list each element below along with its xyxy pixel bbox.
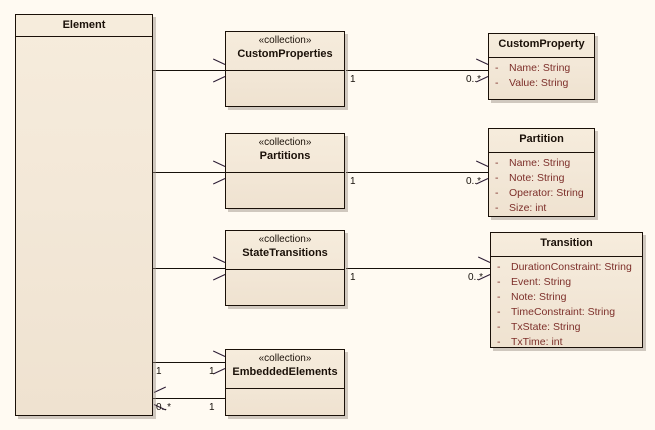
- attribute-text: Operator: String: [509, 187, 584, 199]
- connector-element-partitions: [153, 172, 225, 173]
- visibility-marker: -: [495, 62, 499, 74]
- visibility-marker: -: [497, 276, 501, 288]
- attribute-row: -Operator: String: [489, 186, 594, 201]
- class-body-transition: -DurationConstraint: String -Event: Stri…: [491, 257, 642, 352]
- attribute-text: Note: String: [509, 172, 565, 184]
- class-header-partitions: «collection» Partitions: [226, 134, 344, 173]
- multiplicity-embedded-element-source: 0..*: [156, 402, 172, 413]
- arrowhead-statetransitions-upper: [213, 256, 226, 263]
- class-header-transition: Transition: [491, 233, 642, 257]
- multiplicity-partitions-source: 1: [350, 176, 356, 187]
- attribute-text: Name: String: [509, 157, 571, 169]
- connector-element-customproperties: [153, 70, 225, 71]
- multiplicity-embedded-element-target: 1: [209, 402, 215, 413]
- attribute-text: TimeConstraint: String: [511, 306, 616, 318]
- arrowhead-embeddedelements-upper: [213, 350, 226, 357]
- class-header-customproperties: «collection» CustomProperties: [226, 32, 344, 71]
- visibility-marker: -: [497, 336, 501, 348]
- class-header-customproperty: CustomProperty: [489, 34, 594, 58]
- class-name-customproperties: CustomProperties: [237, 48, 333, 60]
- multiplicity-statetransitions-source: 1: [350, 272, 356, 283]
- visibility-marker: -: [497, 261, 501, 273]
- arrowhead-element-back-upper: [153, 386, 166, 393]
- visibility-marker: -: [495, 77, 499, 89]
- class-name-element: Element: [62, 19, 106, 31]
- visibility-marker: -: [495, 157, 499, 169]
- class-body-partition: -Name: String -Note: String -Operator: S…: [489, 153, 594, 218]
- stereotype-customproperties: «collection»: [258, 35, 312, 46]
- visibility-marker: -: [497, 321, 501, 333]
- arrowhead-customproperties-lower: [213, 76, 226, 83]
- multiplicity-element-embedded-source: 1: [156, 366, 162, 377]
- class-header-partition: Partition: [489, 129, 594, 153]
- visibility-marker: -: [495, 187, 499, 199]
- attribute-row: -TxTime: int: [491, 335, 642, 350]
- class-name-statetransitions: StateTransitions: [242, 247, 328, 259]
- stereotype-partitions: «collection»: [258, 137, 312, 148]
- attribute-row: -Name: String: [489, 61, 594, 76]
- visibility-marker: -: [495, 202, 499, 214]
- visibility-marker: -: [497, 291, 501, 303]
- attribute-row: -DurationConstraint: String: [491, 260, 642, 275]
- connector-element-embeddedelements: [153, 362, 225, 363]
- class-name-transition: Transition: [540, 237, 593, 249]
- arrowhead-partition-upper: [476, 160, 489, 167]
- attribute-text: TxTime: int: [511, 336, 563, 348]
- attribute-row: -TxState: String: [491, 320, 642, 335]
- class-box-partitions[interactable]: «collection» Partitions: [225, 133, 345, 209]
- arrowhead-customproperty-upper: [476, 58, 489, 65]
- arrowhead-partitions-lower: [213, 178, 226, 185]
- stereotype-embeddedelements: «collection»: [258, 353, 312, 364]
- class-box-customproperties[interactable]: «collection» CustomProperties: [225, 31, 345, 107]
- multiplicity-partition-target: 0..*: [466, 176, 482, 187]
- attribute-row: -Note: String: [489, 171, 594, 186]
- visibility-marker: -: [497, 306, 501, 318]
- attribute-text: Note: String: [511, 291, 567, 303]
- arrowhead-customproperties-upper: [213, 58, 226, 65]
- connector-customproperties-customproperty: [346, 70, 488, 71]
- attribute-row: -TimeConstraint: String: [491, 305, 642, 320]
- class-body-customproperty: -Name: String -Value: String: [489, 58, 594, 93]
- class-name-customproperty: CustomProperty: [498, 38, 585, 50]
- class-box-customproperty[interactable]: CustomProperty -Name: String -Value: Str…: [488, 33, 595, 100]
- attribute-row: -Name: String: [489, 156, 594, 171]
- visibility-marker: -: [495, 172, 499, 184]
- attribute-text: Size: int: [509, 202, 547, 214]
- attribute-text: Event: String: [511, 276, 572, 288]
- class-header-embeddedelements: «collection» EmbeddedElements: [226, 350, 344, 389]
- arrowhead-statetransitions-lower: [213, 274, 226, 281]
- class-header-element: Element: [16, 15, 152, 37]
- attribute-text: Name: String: [509, 62, 571, 74]
- class-box-embeddedelements[interactable]: «collection» EmbeddedElements: [225, 349, 345, 416]
- attribute-row: -Size: int: [489, 201, 594, 216]
- attribute-text: Value: String: [509, 77, 569, 89]
- class-box-statetransitions[interactable]: «collection» StateTransitions: [225, 230, 345, 306]
- connector-element-statetransitions: [153, 268, 225, 269]
- attribute-row: -Note: String: [491, 290, 642, 305]
- class-name-partition: Partition: [519, 133, 564, 145]
- multiplicity-transition-target: 0..*: [468, 272, 484, 283]
- arrowhead-transition-upper: [478, 256, 491, 263]
- multiplicity-element-embedded-target: 1: [209, 366, 215, 377]
- connector-partitions-partition: [346, 172, 488, 173]
- class-name-partitions: Partitions: [259, 150, 311, 162]
- arrowhead-partitions-upper: [213, 160, 226, 167]
- multiplicity-customproperty-target: 0..*: [466, 74, 482, 85]
- class-name-embeddedelements: EmbeddedElements: [232, 366, 338, 378]
- attribute-text: TxState: String: [511, 321, 581, 333]
- attribute-text: DurationConstraint: String: [511, 261, 632, 273]
- attribute-row: -Value: String: [489, 76, 594, 91]
- class-header-statetransitions: «collection» StateTransitions: [226, 231, 344, 270]
- connector-embeddedelements-element: [153, 398, 225, 399]
- multiplicity-customproperties-source: 1: [350, 74, 356, 85]
- connector-statetransitions-transition: [346, 268, 490, 269]
- attribute-row: -Event: String: [491, 275, 642, 290]
- class-box-element[interactable]: Element: [15, 14, 153, 416]
- stereotype-statetransitions: «collection»: [258, 234, 312, 245]
- class-box-transition[interactable]: Transition -DurationConstraint: String -…: [490, 232, 643, 348]
- class-box-partition[interactable]: Partition -Name: String -Note: String -O…: [488, 128, 595, 217]
